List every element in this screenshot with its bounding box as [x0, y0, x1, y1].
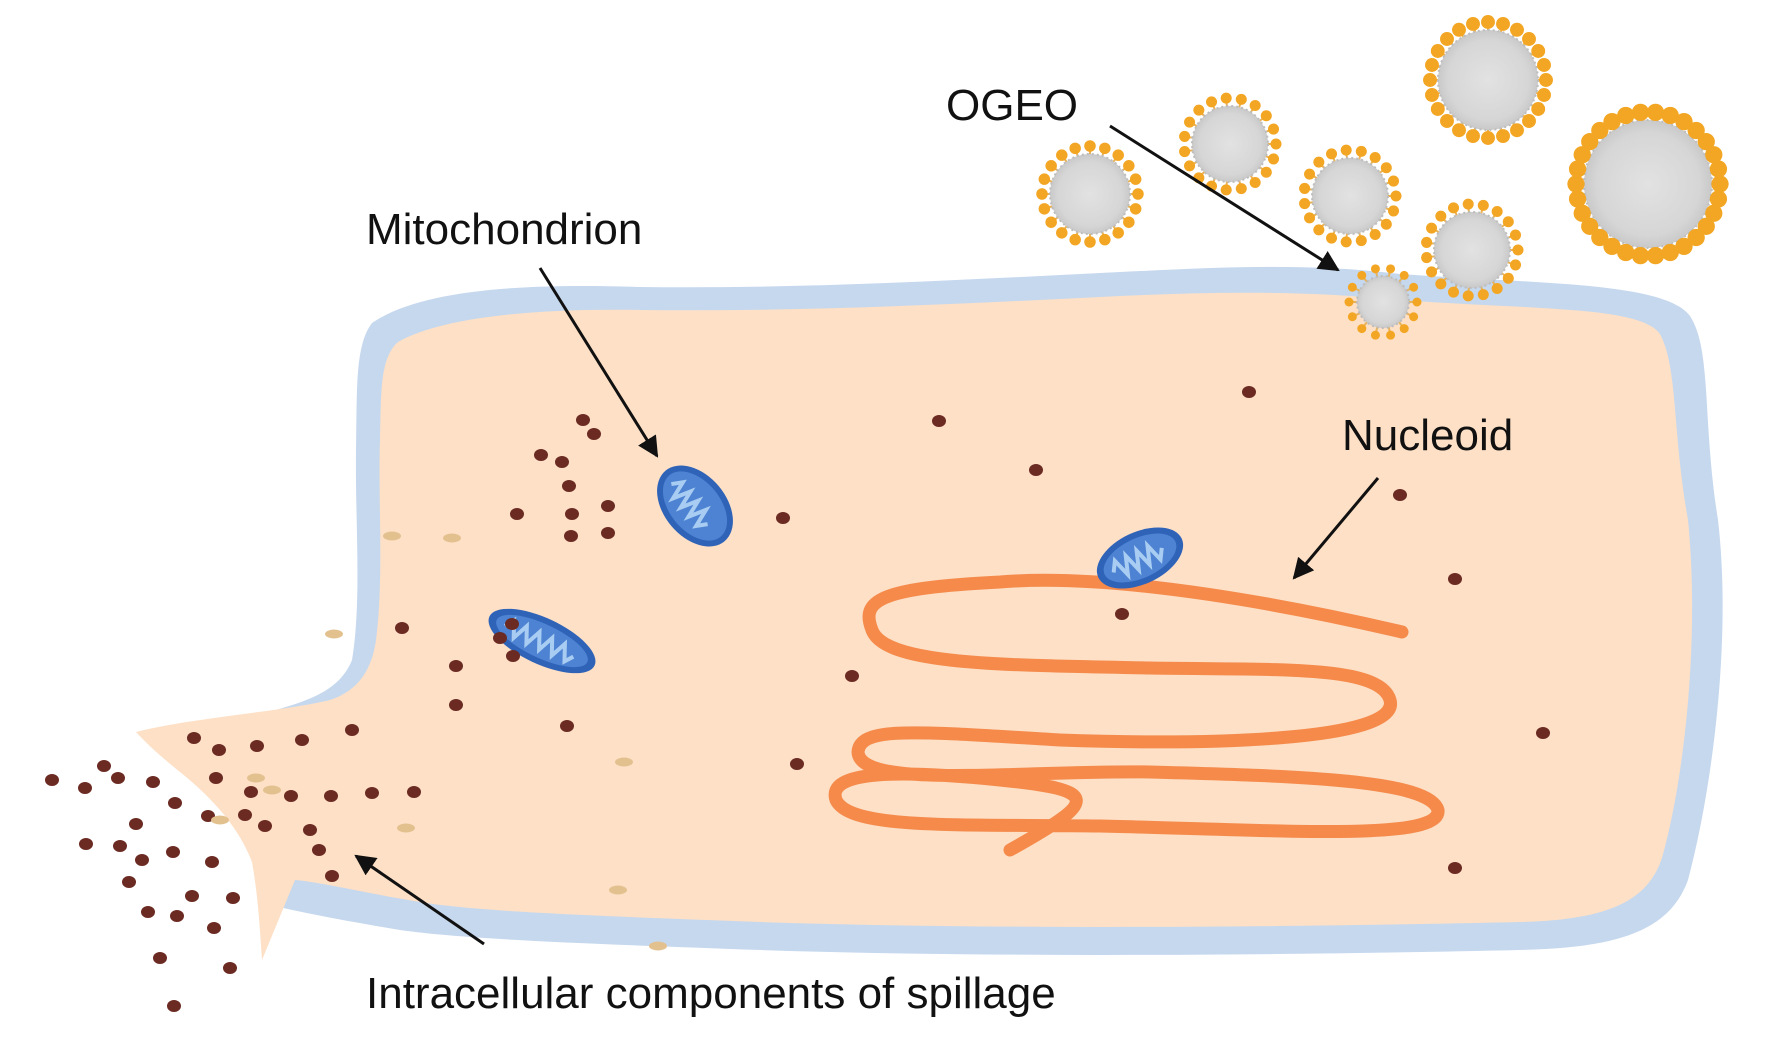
particle — [506, 650, 520, 662]
mitochondrion-label: Mitochondrion — [366, 205, 642, 254]
particle — [79, 838, 93, 850]
particle — [365, 787, 379, 799]
ogeo-label: OGEO — [946, 81, 1078, 130]
granule — [443, 533, 461, 543]
particle — [97, 760, 111, 772]
particle — [207, 922, 221, 934]
granule — [649, 941, 667, 951]
ogeo-vesicles — [1036, 15, 1729, 340]
particle — [166, 846, 180, 858]
particle — [564, 530, 578, 542]
ogeo-vesicle — [1423, 15, 1553, 145]
granule — [397, 823, 415, 833]
particle — [555, 456, 569, 468]
nucleoid-label: Nucleoid — [1342, 411, 1513, 460]
particle — [562, 480, 576, 492]
ogeo-vesicle — [1421, 198, 1524, 302]
particle — [601, 527, 615, 539]
granule — [211, 815, 229, 825]
particle — [122, 876, 136, 888]
ogeo-vesicle — [1179, 92, 1282, 196]
particle — [135, 854, 149, 866]
particle — [45, 774, 59, 786]
ogeo-vesicle — [1036, 140, 1144, 248]
particle — [226, 892, 240, 904]
particle — [1448, 862, 1462, 874]
particle — [324, 790, 338, 802]
particle — [258, 820, 272, 832]
particle — [565, 508, 579, 520]
particle — [493, 632, 507, 644]
particle — [187, 732, 201, 744]
granule — [247, 773, 265, 783]
particle — [113, 840, 127, 852]
particle — [587, 428, 601, 440]
particle — [534, 449, 548, 461]
particle — [303, 824, 317, 836]
particle — [1536, 727, 1550, 739]
nucleoid-dna — [828, 573, 1445, 857]
cytoplasmic-particles — [45, 386, 1550, 1012]
particle — [790, 758, 804, 770]
granule — [609, 885, 627, 895]
particle — [449, 699, 463, 711]
particle — [1115, 608, 1129, 620]
spillage-label: Intracellular components of spillage — [366, 969, 1056, 1018]
particle — [560, 720, 574, 732]
particle — [601, 500, 615, 512]
particle — [205, 856, 219, 868]
mitochondrion-1 — [657, 465, 733, 547]
particle — [776, 512, 790, 524]
particle — [1448, 573, 1462, 585]
cytoplasmic-granules — [211, 531, 667, 951]
ogeo-vesicle — [1567, 103, 1729, 265]
particle — [212, 744, 226, 756]
ogeo-arrow — [1109, 124, 1340, 272]
ogeo-vesicle — [1299, 144, 1402, 248]
particle — [153, 952, 167, 964]
particle — [576, 414, 590, 426]
particle — [129, 818, 143, 830]
particle — [209, 772, 223, 784]
particle — [1029, 464, 1043, 476]
particle — [395, 622, 409, 634]
particle — [284, 790, 298, 802]
nucleoid-arrow — [1292, 477, 1380, 580]
particle — [510, 508, 524, 520]
granule — [325, 629, 343, 639]
particle — [78, 782, 92, 794]
particle — [238, 809, 252, 821]
particle — [1242, 386, 1256, 398]
granule — [383, 531, 401, 541]
particle — [295, 734, 309, 746]
granule — [615, 757, 633, 767]
granule — [263, 785, 281, 795]
particle — [312, 844, 326, 856]
particle — [932, 415, 946, 427]
particle — [146, 776, 160, 788]
mitochondrion-arrow — [538, 267, 659, 458]
particle — [141, 906, 155, 918]
particle — [345, 724, 359, 736]
particle — [223, 962, 237, 974]
particle — [244, 786, 258, 798]
particle — [449, 660, 463, 672]
cytoplasm — [136, 292, 1693, 960]
particle — [1393, 489, 1407, 501]
particle — [170, 910, 184, 922]
particle — [845, 670, 859, 682]
particle — [185, 890, 199, 902]
particle — [168, 797, 182, 809]
particle — [407, 786, 421, 798]
particle — [111, 772, 125, 784]
particle — [325, 870, 339, 882]
mitochondrion-3 — [1096, 527, 1184, 589]
particle — [250, 740, 264, 752]
particle — [167, 1000, 181, 1012]
spillage-arrow — [354, 854, 485, 946]
particle — [505, 618, 519, 630]
ogeo-vesicle — [1344, 264, 1422, 340]
